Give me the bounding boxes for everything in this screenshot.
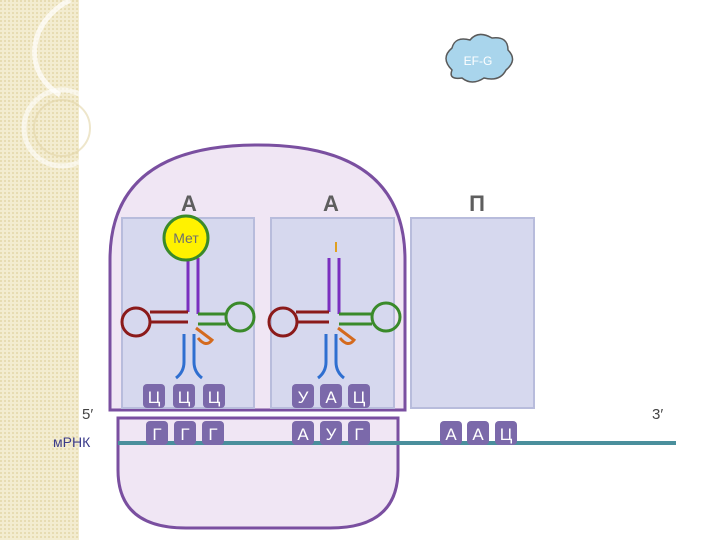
- anticodon-base: Ц: [148, 388, 161, 407]
- five-prime-label: 5′: [82, 406, 93, 423]
- trna-left: Мет: [120, 214, 256, 380]
- site-label-right: П: [469, 191, 485, 216]
- mrna-label: мРНК: [53, 434, 91, 450]
- anticodon-base: А: [325, 388, 337, 407]
- site-label-middle: А: [323, 191, 339, 216]
- mrna-strand: [118, 441, 676, 445]
- codon-middle: А У Г: [292, 421, 370, 445]
- met-label: Мет: [173, 230, 199, 246]
- right-site-box: [410, 217, 535, 409]
- codon-left: Г Г Г: [146, 421, 224, 445]
- three-prime-label: 3′: [652, 406, 663, 423]
- anticodon-left: Ц Ц Ц: [143, 384, 225, 408]
- codon-base: А: [297, 425, 309, 444]
- codon-base: А: [445, 425, 457, 444]
- codon-base: У: [326, 425, 337, 444]
- site-label-left: А: [181, 191, 197, 216]
- codon-right: А А Ц: [440, 421, 517, 445]
- middle-site-box: [270, 217, 395, 409]
- codon-base: Г: [354, 425, 363, 444]
- anticodon-middle: У А Ц: [292, 384, 370, 408]
- ef-g-label: EF-G: [464, 54, 493, 68]
- anticodon-base: Ц: [208, 388, 221, 407]
- codon-base: А: [472, 425, 484, 444]
- trna-middle: [267, 242, 402, 380]
- anticodon-base: У: [298, 388, 309, 407]
- codon-base: Г: [180, 425, 189, 444]
- decorative-sidebar: [0, 0, 103, 540]
- anticodon-base: Ц: [178, 388, 191, 407]
- codon-base: Г: [208, 425, 217, 444]
- anticodon-base: Ц: [353, 388, 366, 407]
- ef-g-factor: EF-G: [445, 33, 514, 83]
- met-amino-acid: [162, 214, 210, 262]
- ribosome-small-subunit: [116, 416, 400, 530]
- codon-base: Ц: [500, 425, 513, 444]
- codon-base: Г: [152, 425, 161, 444]
